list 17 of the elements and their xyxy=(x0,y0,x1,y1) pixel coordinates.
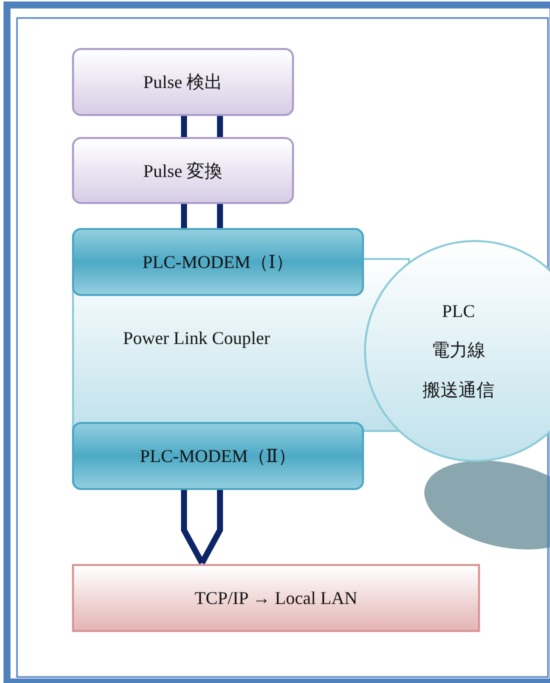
node-label: PLC xyxy=(442,300,475,322)
node-label: PLC-MODEM（Ⅱ） xyxy=(140,445,296,468)
node-label: Pulse 検出 xyxy=(143,71,223,94)
process-box xyxy=(72,48,294,116)
process-box xyxy=(72,137,294,204)
node-label: Power Link Coupler xyxy=(123,328,270,349)
double-line-connector xyxy=(181,487,223,566)
network-box xyxy=(72,564,480,632)
double-line-connector xyxy=(181,113,223,140)
double-line-connector xyxy=(181,201,223,231)
node-label: Pulse 変換 xyxy=(143,160,223,182)
node-label: 電力線 xyxy=(432,338,486,362)
node-label: TCP/IP → Local LAN xyxy=(194,588,358,608)
node-label: 搬送通信 xyxy=(422,378,494,402)
modem-box xyxy=(72,228,364,296)
node-label: PLC-MODEM（Ⅰ） xyxy=(142,251,294,274)
modem-box xyxy=(72,422,364,490)
